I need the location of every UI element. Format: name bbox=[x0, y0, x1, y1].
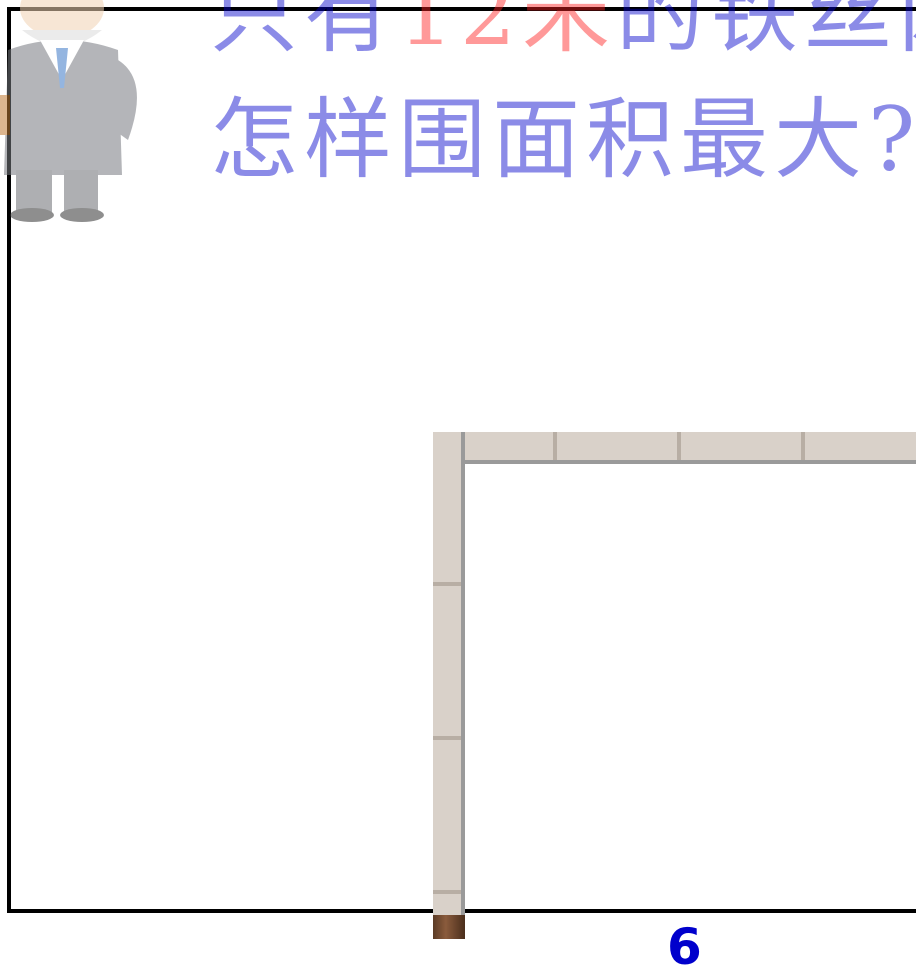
presenter-jacket bbox=[4, 40, 122, 175]
title-line-2: 怎样围面积最大? bbox=[210, 88, 916, 191]
presenter-arm bbox=[110, 60, 137, 140]
brick-wall-left bbox=[433, 432, 465, 915]
wall-stub bbox=[433, 915, 465, 939]
wall-length-label: 6 bbox=[667, 918, 702, 976]
presenter-head bbox=[20, 0, 104, 38]
cartoon-businessman-icon bbox=[0, 0, 137, 222]
title-highlight-12m: 12米 bbox=[398, 0, 616, 65]
title-suffix: 的铁丝网 bbox=[616, 0, 916, 65]
title-line-1: 只有12米的铁丝网 bbox=[210, 0, 916, 58]
presenter-shoe-right bbox=[60, 208, 104, 222]
brick-wall-top bbox=[433, 432, 916, 464]
presenter-tie bbox=[56, 48, 68, 88]
presenter-pointer bbox=[0, 95, 10, 135]
presenter-shoe-left bbox=[10, 208, 54, 222]
title-prefix: 只有 bbox=[210, 0, 399, 65]
